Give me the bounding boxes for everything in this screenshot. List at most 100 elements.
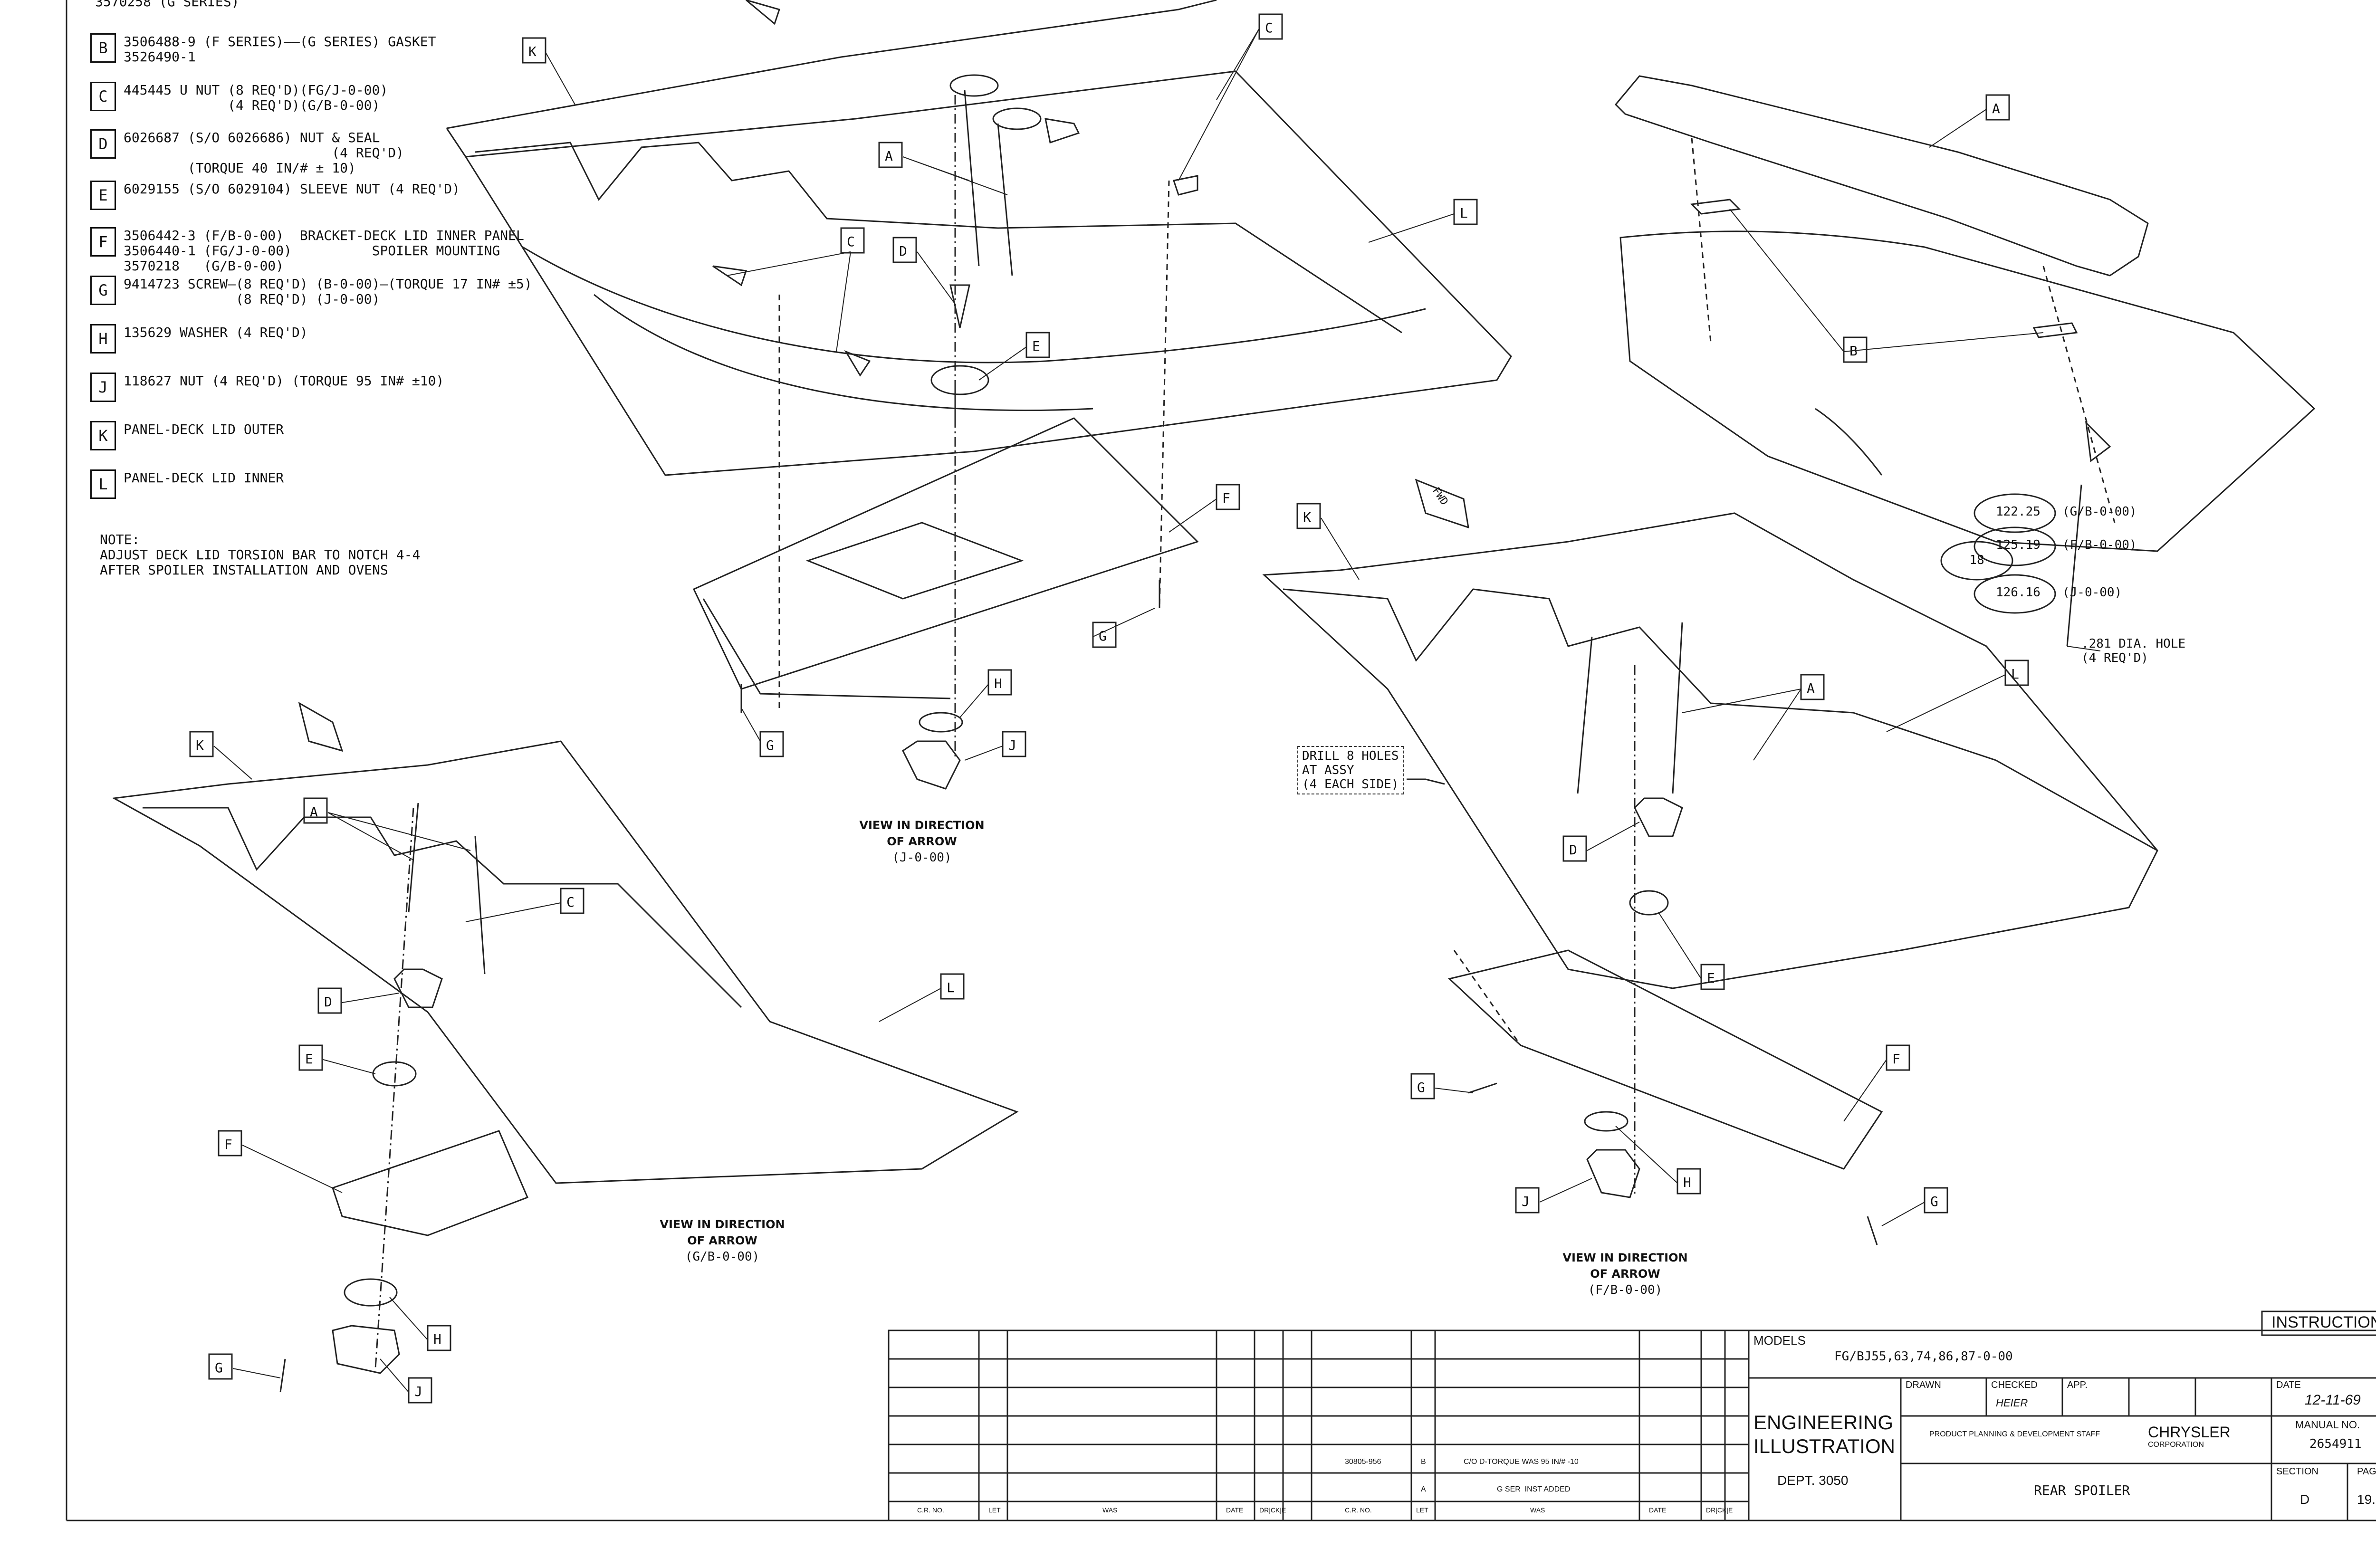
- hole-leader: [2066, 484, 2082, 647]
- legend-text: 445445 U NUT (8 REQ'D)(FG/J-0-00) (4 REQ…: [124, 82, 388, 113]
- callout-box: [208, 1353, 233, 1380]
- top-center-view: [446, 0, 1512, 790]
- callout-box: [940, 973, 965, 1000]
- nut-d-top: [949, 284, 970, 328]
- centerline-3: [1159, 180, 1170, 609]
- callout-box: [840, 227, 865, 254]
- legend-text: 118627 NUT (4 REQ'D) (TORQUE 95 IN# ±10): [124, 373, 444, 389]
- rev2-let: A: [1421, 1485, 1426, 1493]
- col-was-1: WAS: [1102, 1506, 1118, 1514]
- sleeve-e-top: [930, 365, 989, 395]
- drawn-label: DRAWN: [1906, 1380, 1941, 1390]
- svg-text:L: L: [2011, 666, 2019, 682]
- svg-text:G: G: [1099, 628, 1107, 644]
- svg-text:K: K: [1303, 509, 1311, 525]
- svg-text:E: E: [1707, 970, 1715, 986]
- fwd-arrow-top: [746, 0, 780, 25]
- callout-box: [987, 669, 1012, 696]
- svg-text:G: G: [1417, 1080, 1425, 1095]
- left-bottom-view: [112, 740, 1019, 1393]
- legend-letter: E: [90, 181, 116, 210]
- installation-note: NOTE: ADJUST DECK LID TORSION BAR TO NOT…: [100, 532, 421, 578]
- col-crno-1: C.R. NO.: [917, 1506, 944, 1514]
- deck-lid-inner-right: [1283, 588, 2158, 851]
- callout-box: [1924, 1187, 1948, 1214]
- ref-18: 18: [1969, 553, 1984, 567]
- dept-engineering: ENGINEERING: [1753, 1411, 1894, 1434]
- callout-box: [1886, 1044, 1910, 1071]
- svg-text:L: L: [947, 980, 955, 995]
- svg-text:F: F: [1222, 490, 1230, 506]
- col-crno-2: C.R. NO.: [1345, 1506, 1372, 1514]
- svg-text:E: E: [1032, 338, 1040, 354]
- col-date-2: DATE: [1649, 1506, 1667, 1514]
- svg-text:J: J: [1522, 1194, 1530, 1209]
- callout-box: [560, 888, 584, 914]
- dim-126: 126.16: [1996, 585, 2041, 600]
- svg-text:H: H: [994, 676, 1002, 691]
- sleeve-e-right: [1629, 890, 1669, 916]
- company-name: CHRYSLER: [2148, 1424, 2231, 1441]
- deck-lid-inner-left: [143, 807, 742, 1008]
- washer-h-top: [919, 712, 963, 733]
- deck-lid-inner-top: [475, 142, 1402, 334]
- callout-box: [1562, 835, 1587, 862]
- nut-d-right: [1634, 797, 1683, 837]
- legend-letter: J: [90, 373, 116, 402]
- drill-leader: [1407, 778, 1445, 785]
- bolt-a-left: [408, 803, 486, 975]
- svg-text:D: D: [899, 243, 907, 259]
- svg-text:G: G: [766, 737, 774, 753]
- manual-value: 2654911: [2309, 1437, 2362, 1451]
- legend-text: 9414723 SCREW—(8 REQ'D) (B-0-00)—(TORQUE…: [124, 276, 532, 307]
- col-was-2: WAS: [1530, 1506, 1545, 1514]
- contour-1: [522, 246, 1426, 363]
- trunk-crease: [1815, 408, 1883, 476]
- bracket-pocket: [805, 522, 1024, 600]
- view-caption-gb: VIEW IN DIRECTION OF ARROW(G/B-0-00): [660, 1218, 785, 1264]
- rev1-let: B: [1421, 1458, 1426, 1466]
- screw-g-right: [1468, 1082, 1878, 1245]
- callout-box: [522, 37, 546, 64]
- svg-text:A: A: [885, 148, 893, 164]
- washer-h-right: [1584, 1111, 1629, 1132]
- fwd-arrow-left: [298, 701, 344, 752]
- svg-text:F: F: [1892, 1051, 1900, 1067]
- legend-letter: B: [90, 33, 116, 63]
- callout-box: [1515, 1187, 1540, 1214]
- legend-letter: K: [90, 421, 116, 450]
- screw-g-left: [279, 1358, 286, 1393]
- svg-text:C: C: [847, 234, 855, 249]
- callout-box: [408, 1377, 432, 1404]
- legend-text: 6029155 (S/O 6029104) SLEEVE NUT (4 REQ'…: [124, 181, 460, 197]
- contour-2: [594, 294, 1093, 411]
- hole-a1: [949, 74, 999, 97]
- legend-letter: F: [90, 227, 116, 257]
- legend-row-j: J 118627 NUT (4 REQ'D) (TORQUE 95 IN# ±10…: [90, 373, 444, 402]
- callout-box: [317, 987, 342, 1014]
- svg-text:A: A: [1992, 101, 2000, 116]
- hole-callout: .281 DIA. HOLE (4 REQ'D): [2081, 637, 2186, 665]
- col-drck-1: DR|CK|E: [1259, 1506, 1286, 1514]
- top-right-view: [1614, 75, 2316, 647]
- svg-text:K: K: [196, 737, 204, 753]
- col-drck-2: DR|CK|E: [1706, 1506, 1733, 1514]
- svg-text:J: J: [414, 1384, 422, 1399]
- callout-box: [1002, 731, 1026, 757]
- date-value: 12-11-69: [2305, 1392, 2361, 1408]
- svg-text:G: G: [215, 1360, 223, 1376]
- callout-box: [298, 1044, 323, 1071]
- legend-text: 135629 WASHER (4 REQ'D): [124, 325, 308, 340]
- ref-bubble-18: [1940, 541, 2013, 581]
- models-value: FG/BJ55,63,74,86,87-0-00: [1834, 1349, 2013, 1364]
- title-block-lines: [888, 1310, 2376, 1521]
- legend-partial-top: 3570258 (G SERIES): [95, 0, 240, 10]
- staff-label: PRODUCT PLANNING & DEVELOPMENT STAFF: [1929, 1430, 2100, 1438]
